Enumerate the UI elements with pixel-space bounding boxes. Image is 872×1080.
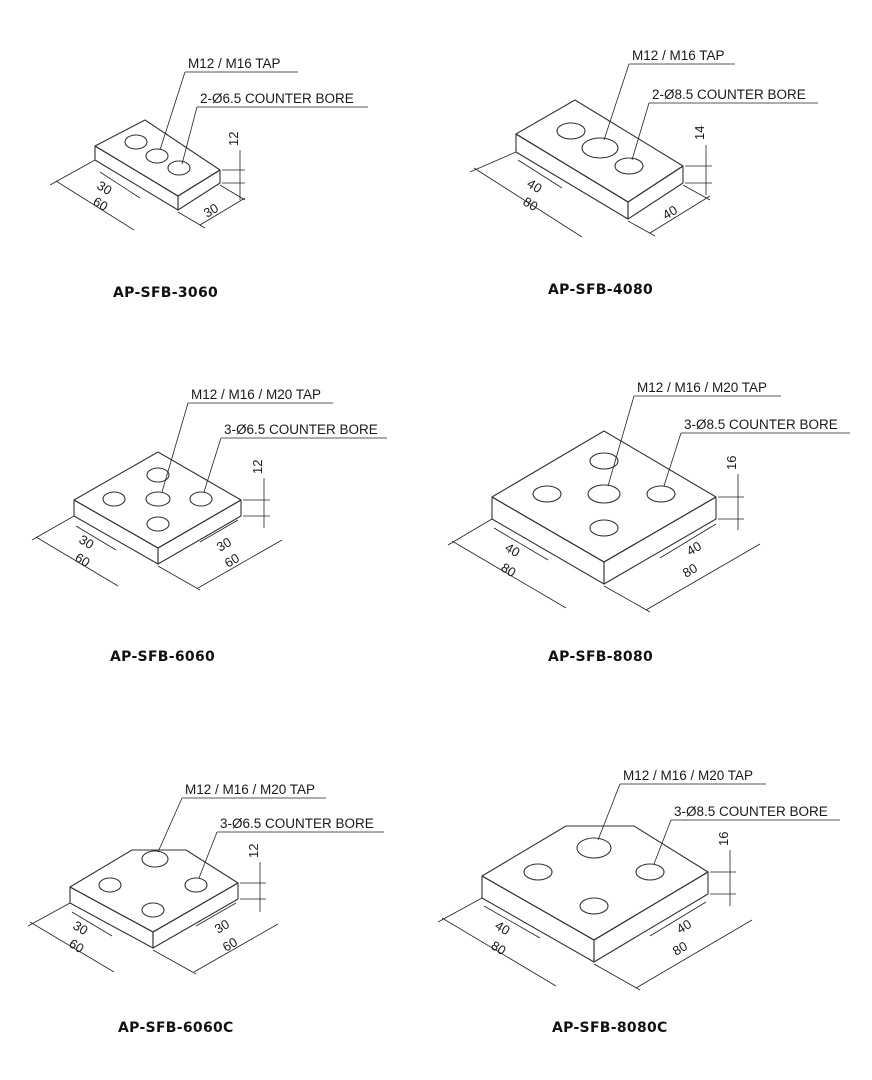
- dim-left-inner: 30: [94, 178, 114, 198]
- part-caption: AP-SFB-4080: [548, 282, 653, 298]
- dim-right-inner: 40: [674, 916, 694, 936]
- tap-label: M12 / M16 / M20 TAP: [191, 387, 321, 402]
- dim-left-outer: 80: [498, 560, 518, 580]
- part-ap-sfb-6060: M12 / M16 / M20 TAP 3-Ø6.5 COUNTER BORE …: [31, 387, 387, 665]
- counter-bore-hole: [556, 122, 586, 140]
- thickness-dim: 16: [716, 832, 731, 846]
- dim-left-outer: 60: [66, 936, 86, 956]
- thickness-dim: 12: [246, 844, 261, 858]
- counter-bore-hole: [646, 485, 676, 503]
- plate-body: [481, 825, 709, 963]
- dim-left-outer: 60: [90, 194, 110, 214]
- counter-bore-hole: [532, 485, 562, 503]
- tap-label: M12 / M16 TAP: [188, 56, 281, 71]
- plate-body: [515, 99, 684, 220]
- plate-body: [69, 849, 239, 949]
- part-caption: AP-SFB-6060: [110, 649, 215, 665]
- dim-right-inner: 30: [214, 534, 234, 554]
- dim-left-inner: 40: [524, 176, 544, 196]
- counter-bore-hole: [184, 877, 208, 893]
- part-ap-sfb-8080C: M12 / M16 / M20 TAP 3-Ø8.5 COUNTER BORE …: [437, 768, 840, 1036]
- dim-left-inner: 40: [502, 540, 522, 560]
- tap-label: M12 / M16 TAP: [632, 48, 725, 63]
- counter-bore-hole: [589, 452, 619, 470]
- part-ap-sfb-4080: M12 / M16 TAP 2-Ø8.5 COUNTER BORE 14 40 …: [469, 48, 818, 298]
- tap-label: M12 / M16 / M20 TAP: [185, 782, 315, 797]
- dim-right-inner: 40: [684, 538, 704, 558]
- dim-right-outer: 80: [670, 938, 690, 958]
- bore-label: 3-Ø8.5 COUNTER BORE: [684, 417, 838, 432]
- part-caption: AP-SFB-8080C: [552, 1020, 668, 1036]
- dim-left-inner: 30: [76, 532, 96, 552]
- counter-bore-hole: [189, 491, 213, 507]
- counter-bore-hole: [167, 160, 191, 176]
- dim-right-inner: 40: [660, 202, 680, 222]
- part-ap-sfb-6060c: M12 / M16 / M20 TAP 3-Ø6.5 COUNTER BORE …: [27, 782, 384, 1036]
- counter-bore-hole: [635, 863, 665, 881]
- counter-bore-hole: [146, 467, 170, 483]
- part-caption: AP-SFB-8080: [548, 649, 653, 665]
- dim-left-inner: 40: [492, 918, 512, 938]
- bore-label: 3-Ø8.5 COUNTER BORE: [674, 804, 828, 819]
- tap-hole: [145, 148, 169, 164]
- thickness-dim: 14: [692, 126, 707, 140]
- dim-right-inner: 30: [201, 200, 221, 220]
- bore-label: 2-Ø8.5 COUNTER BORE: [652, 87, 806, 102]
- tap-hole: [587, 484, 621, 504]
- counter-bore-hole: [98, 877, 122, 893]
- counter-bore-hole: [141, 902, 165, 918]
- dim-right-inner: 30: [212, 916, 232, 936]
- bore-label: 2-Ø6.5 COUNTER BORE: [200, 91, 354, 106]
- counter-bore-hole: [589, 519, 619, 537]
- tap-hole: [141, 850, 169, 868]
- counter-bore-hole: [124, 134, 148, 150]
- dim-left-outer: 60: [72, 550, 92, 570]
- counter-bore-hole: [523, 863, 553, 881]
- counter-bore-hole: [146, 516, 170, 532]
- dim-right-outer: 60: [220, 934, 240, 954]
- dim-left-outer: 80: [520, 194, 540, 214]
- plate-body: [94, 119, 221, 211]
- tap-hole: [576, 837, 612, 859]
- part-caption: AP-SFB-6060C: [118, 1020, 234, 1036]
- part-caption: AP-SFB-3060: [113, 285, 218, 301]
- tap-label: M12 / M16 / M20 TAP: [623, 768, 753, 783]
- tap-hole: [581, 137, 619, 159]
- bore-label: 3-Ø6.5 COUNTER BORE: [224, 422, 378, 437]
- dim-right-outer: 60: [222, 550, 242, 570]
- plate-body: [491, 430, 717, 585]
- thickness-dim: 12: [250, 460, 265, 474]
- tap-hole: [145, 491, 171, 507]
- dim-right-outer: 80: [680, 560, 700, 580]
- counter-bore-hole: [579, 897, 609, 915]
- part-ap-sfb-3060: M12 / M16 TAP 2-Ø6.5 COUNTER BORE 12 30 …: [49, 56, 368, 301]
- dim-left-outer: 80: [488, 938, 508, 958]
- counter-bore-hole: [614, 157, 644, 175]
- tap-label: M12 / M16 / M20 TAP: [637, 380, 767, 395]
- plate-body: [73, 451, 242, 565]
- thickness-dim: 12: [226, 132, 241, 146]
- thickness-dim: 16: [724, 456, 739, 470]
- part-ap-sfb-8080: M12 / M16 / M20 TAP 3-Ø8.5 COUNTER BORE …: [447, 380, 850, 665]
- dim-left-inner: 30: [70, 918, 90, 938]
- bore-label: 3-Ø6.5 COUNTER BORE: [220, 816, 374, 831]
- counter-bore-hole: [102, 491, 126, 507]
